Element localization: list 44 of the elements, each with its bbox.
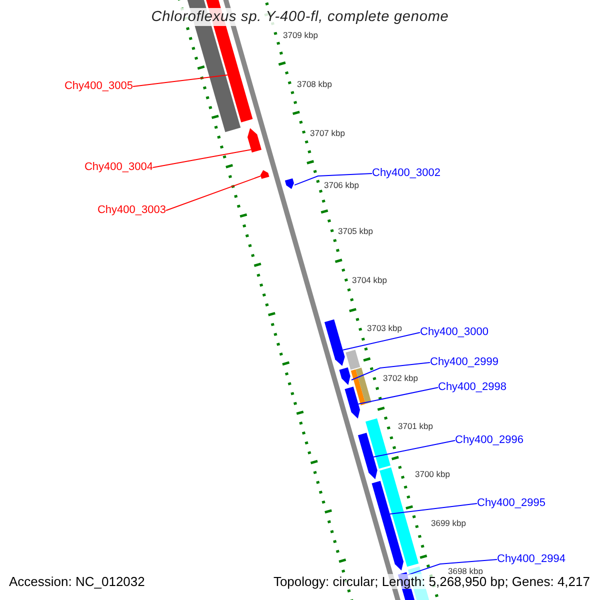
leader-line (373, 440, 456, 458)
gene-label: Chy400_2995 (477, 497, 546, 510)
gene-label: Chy400_2996 (455, 434, 524, 447)
tick-label: 3708 kbp (297, 79, 332, 89)
gene-label: Chy400_3003 (97, 204, 166, 217)
gene-label: Chy400_3005 (64, 80, 133, 93)
accession-text: Accession: NC_012032 (9, 574, 145, 589)
topology-text: Topology: circular; Length: 5,268,950 bp; Genes: 4,217 (273, 574, 590, 589)
gene-label: Chy400_3000 (420, 326, 489, 339)
gene-bar (324, 319, 345, 366)
leader-line (389, 503, 478, 514)
leader-line (132, 74, 228, 87)
tick-label: 3701 kbp (398, 421, 433, 431)
gene-bar (260, 170, 270, 179)
gene-bar (350, 369, 366, 406)
tick-label: 3699 kbp (431, 518, 466, 528)
gene-bar (372, 480, 404, 571)
leader-line (406, 559, 498, 576)
leader-line (152, 149, 252, 168)
gene-bar (248, 128, 262, 153)
gene-label: Chy400_2994 (497, 553, 566, 566)
leader-line (350, 362, 430, 380)
tick-label: 3706 kbp (324, 180, 359, 190)
gene-bar (356, 368, 372, 404)
tick-label: 3700 kbp (415, 469, 450, 479)
gene-label: Chy400_2998 (438, 381, 507, 394)
gene-bar (344, 386, 360, 419)
leader-line (342, 332, 420, 350)
gene-bar (358, 432, 378, 480)
tick-label: 3703 kbp (367, 323, 402, 333)
tick-label: 3698 kbp (448, 566, 483, 576)
tick-label: 3705 kbp (338, 226, 373, 236)
tick-label: 3707 kbp (310, 128, 345, 138)
leader-line (166, 176, 262, 211)
leader-line (358, 387, 438, 404)
tick-label: 3709 kbp (283, 30, 318, 40)
gene-bar (365, 418, 391, 469)
gene-label: Chy400_3004 (84, 161, 153, 174)
gene-label: Chy400_3002 (372, 167, 441, 180)
tick-label: 3702 kbp (383, 373, 418, 383)
gene-label: Chy400_2999 (430, 356, 499, 369)
tick-label: 3704 kbp (352, 275, 387, 285)
leader-line (294, 173, 372, 186)
gene-bar (284, 178, 294, 190)
